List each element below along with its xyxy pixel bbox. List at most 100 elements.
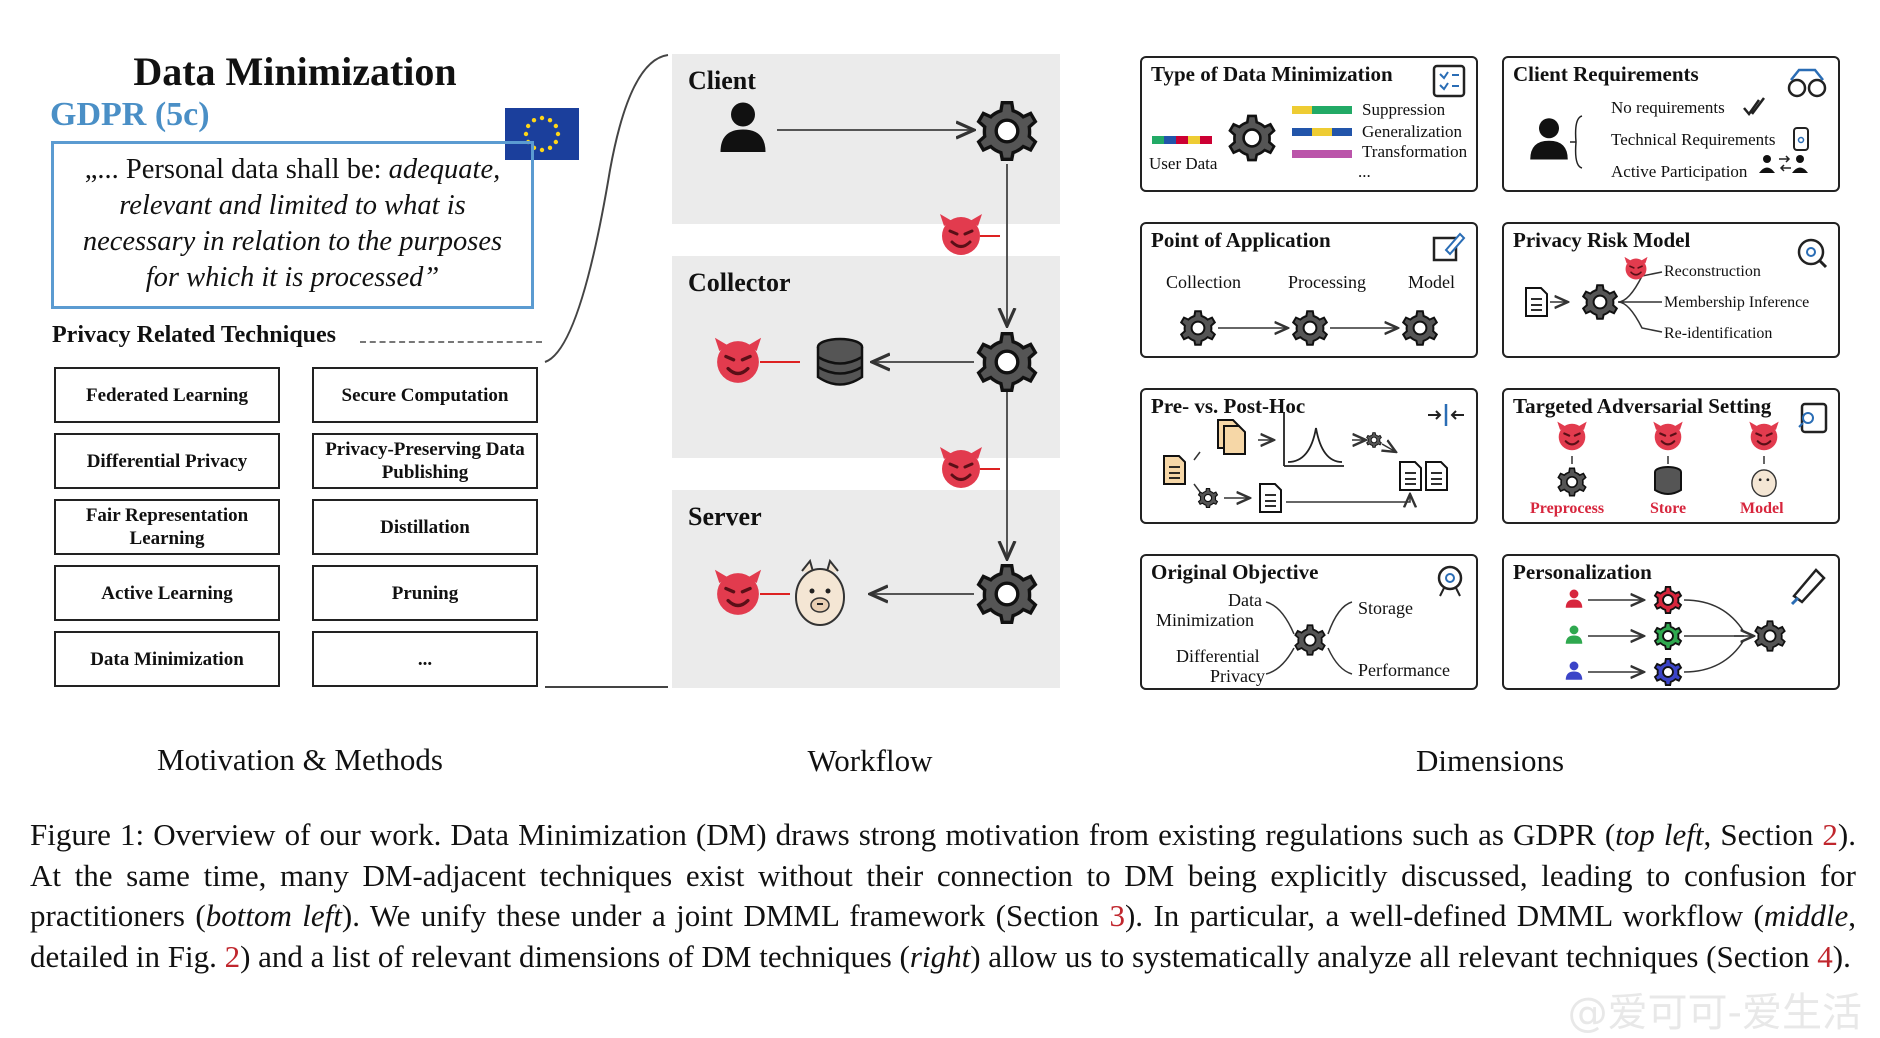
- objective-item: Privacy: [1210, 666, 1265, 686]
- eu-flag-icon: [505, 108, 579, 160]
- adversary-icon: [713, 568, 763, 617]
- adversary-icon: [713, 336, 763, 385]
- search-target-icon: [1797, 238, 1828, 269]
- server-gear-icon: [976, 563, 1038, 625]
- pen-icon: [1432, 232, 1466, 262]
- gear-icon: [1754, 620, 1786, 652]
- distribution-curve-icon: [1283, 412, 1344, 467]
- llama-model-icon: [795, 558, 845, 626]
- divider: [360, 341, 542, 343]
- dim-title: Personalization: [1513, 560, 1652, 584]
- technique-box: Pruning: [312, 565, 538, 621]
- caption-text: ).: [1832, 938, 1851, 974]
- dim-type-of-data-minimization: Type of Data Minimization User Data Supp…: [1140, 56, 1478, 192]
- dim-client-requirements: Client Requirements No requirements Tech…: [1502, 56, 1840, 192]
- figure-caption: Figure 1: Overview of our work. Data Min…: [30, 815, 1856, 977]
- quote-line-3: necessary in relation to the purposes: [82, 226, 503, 257]
- objective-item: Differential: [1176, 646, 1260, 666]
- document-icon: [1425, 461, 1448, 491]
- technique-box: Secure Computation: [312, 367, 538, 423]
- client-gear-icon: [976, 100, 1038, 162]
- caption-text: ). We unify these under a joint DMML fra…: [341, 898, 1110, 933]
- point-item: Collection: [1166, 272, 1241, 292]
- gear-icon: [1653, 586, 1683, 614]
- collector-gear-icon: [976, 331, 1038, 393]
- quote-line-2: relevant and limited to what is: [119, 190, 466, 221]
- search-document-icon: [1798, 402, 1828, 434]
- database-icon: [816, 337, 864, 386]
- dim-point-of-application: Point of Application Collection Processi…: [1140, 222, 1478, 358]
- client-item: Active Participation: [1611, 162, 1748, 181]
- caption-text: ) allow us to systematically analyze all…: [970, 938, 1818, 974]
- gear-icon: [1228, 114, 1276, 162]
- binoculars-icon: [1787, 68, 1827, 98]
- caption-italic: right: [909, 938, 971, 974]
- caption-text: , detailed in Fig.: [30, 898, 1856, 974]
- dim-title: Privacy Risk Model: [1513, 228, 1691, 252]
- dim-targeted-adversarial-setting: Targeted Adversarial Setting Preprocess …: [1502, 388, 1840, 524]
- checklist-icon: [1432, 64, 1466, 98]
- watermark: @爱可可-爱生活: [1567, 990, 1862, 1036]
- gear-icon: [1294, 624, 1326, 656]
- llama-model-icon: [1751, 469, 1777, 497]
- section-ref-link[interactable]: 2: [1822, 817, 1838, 852]
- quote-line-4: for which it is processed”: [145, 262, 440, 293]
- phone-icon: [1793, 127, 1809, 151]
- caption-italic: bottom left: [205, 898, 342, 933]
- technique-box: Differential Privacy: [54, 433, 280, 489]
- dim-title: Original Objective: [1151, 560, 1319, 584]
- caption-text: ) and a list of relevant dimensions of D…: [240, 938, 910, 974]
- gear-icon: [1180, 310, 1216, 346]
- document-icon: [1163, 455, 1186, 485]
- risk-item: Re-identification: [1664, 325, 1773, 342]
- caption-text: , Section: [1703, 817, 1823, 852]
- caption-text: Figure 1: Overview of our work. Data Min…: [30, 817, 1616, 852]
- technique-box: Data Minimization: [54, 631, 280, 687]
- type-item: Suppression: [1362, 100, 1446, 119]
- adversary-icon: [938, 212, 984, 257]
- technique-box: Fair Representation Learning: [54, 499, 280, 555]
- double-check-icon: [1743, 97, 1765, 117]
- person-icon: [1530, 118, 1568, 160]
- dim-pre-vs-post-hoc: Pre- vs. Post-Hoc: [1140, 388, 1478, 524]
- section-label-dimensions: Dimensions: [1415, 743, 1565, 778]
- technique-box: Active Learning: [54, 565, 280, 621]
- person-blue-icon: [1565, 661, 1583, 680]
- client-item: Technical Requirements: [1611, 130, 1776, 149]
- section-ref-link[interactable]: 4: [1817, 938, 1833, 974]
- figure-ref-link[interactable]: 2: [224, 938, 241, 974]
- lane-title-client: Client: [688, 66, 756, 95]
- output-bars: [1292, 106, 1352, 158]
- adv-item: Preprocess: [1530, 500, 1605, 517]
- gear-icon: [1653, 658, 1683, 686]
- technique-box: Distillation: [312, 499, 538, 555]
- caption-italic: middle: [1763, 898, 1849, 933]
- dim-title: Pre- vs. Post-Hoc: [1151, 394, 1306, 418]
- person-green-icon: [1565, 625, 1583, 644]
- pipette-icon: [1790, 568, 1826, 606]
- techniques-label: Privacy Related Techniques: [52, 322, 337, 348]
- dim-privacy-risk-model: Privacy Risk Model Reconstruction Member…: [1502, 222, 1840, 358]
- section-label-workflow: Workflow: [807, 743, 933, 778]
- adv-item: Store: [1650, 500, 1687, 517]
- dim-title: Point of Application: [1151, 228, 1331, 252]
- type-item: Transformation: [1362, 142, 1468, 161]
- gear-icon: [1292, 310, 1328, 346]
- adversary-icon: [1652, 420, 1684, 452]
- objective-item: Performance: [1358, 660, 1450, 680]
- adversary-icon: [938, 445, 984, 490]
- section-ref-link[interactable]: 3: [1109, 898, 1125, 933]
- point-item: Model: [1408, 272, 1455, 292]
- gear-icon: [1582, 284, 1618, 320]
- objective-item: Data: [1228, 590, 1262, 610]
- user-data-label: User Data: [1149, 154, 1218, 173]
- adversary-icon: [1556, 420, 1588, 452]
- document-icon: [1525, 287, 1548, 317]
- risk-item: Membership Inference: [1664, 294, 1810, 311]
- objective-item: Minimization: [1156, 610, 1254, 630]
- gear-icon: [1197, 487, 1219, 509]
- type-item: ...: [1358, 162, 1371, 181]
- gear-icon: [1402, 310, 1438, 346]
- client-item: No requirements: [1611, 98, 1725, 117]
- dim-personalization: Personalization: [1502, 554, 1840, 690]
